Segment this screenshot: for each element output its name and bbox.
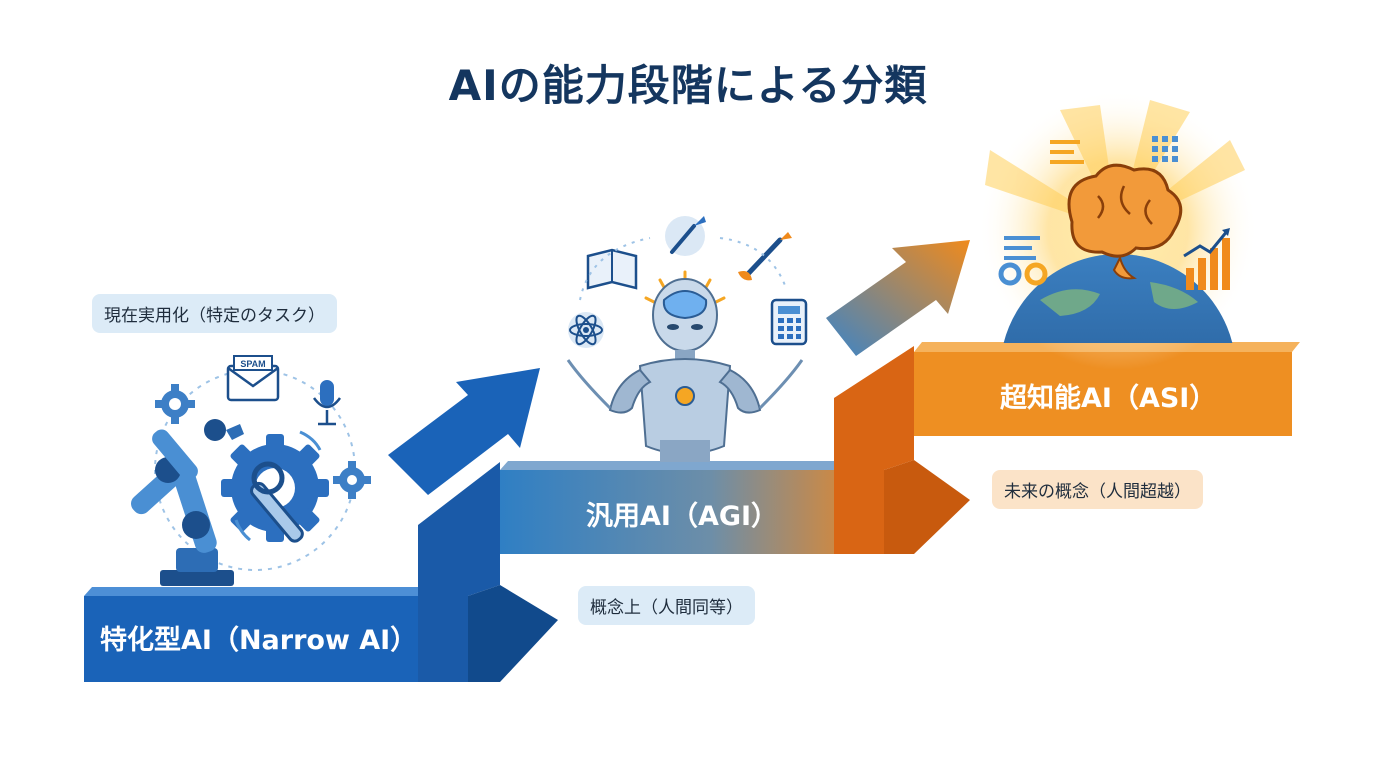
riser-1-shade — [468, 585, 558, 682]
book-icon — [586, 248, 638, 290]
brain-icon — [1067, 163, 1183, 280]
globe-icon — [1003, 254, 1233, 343]
step-agi-top — [500, 461, 892, 470]
riser-2 — [834, 346, 914, 554]
page-title: AIの能力段階による分類 — [448, 61, 928, 110]
humanoid-robot-icon — [566, 270, 804, 462]
calculator-icon — [770, 298, 808, 346]
riser-2-shade — [884, 460, 970, 554]
staircase — [84, 342, 1300, 682]
microphone-icon — [312, 380, 342, 426]
spam-mail-icon: SPAM — [226, 355, 280, 402]
atom-icon — [568, 312, 604, 348]
bar-chart-icon — [1183, 228, 1230, 290]
step-agi-front — [500, 470, 884, 554]
gear-wrench-icon — [221, 430, 329, 543]
data-panel-icon-left — [1004, 140, 1084, 260]
riser-1 — [418, 462, 500, 682]
gear-icon-left — [155, 384, 195, 424]
stage-label-agi: 汎用AI（AGI） — [586, 501, 779, 532]
agi-orbit-dashes — [579, 237, 787, 301]
arrow-agi-to-asi — [826, 240, 970, 356]
stage-note-agi: 概念上（人間同等） — [578, 586, 755, 625]
step-narrow-front — [84, 596, 468, 682]
stage-note-asi: 未来の概念（人間超越） — [992, 470, 1203, 509]
paintbrush-icon-top — [665, 216, 706, 256]
spam-label: SPAM — [240, 359, 265, 369]
donut-chart-icon — [998, 262, 1048, 286]
paintbrush-icon — [738, 232, 792, 281]
gear-icon-right — [333, 461, 371, 499]
stage-note-narrow: 現在実用化（特定のタスク） — [92, 294, 337, 333]
data-grid-icon — [1152, 136, 1178, 162]
stage-label-asi: 超知能AI（ASI） — [1000, 383, 1217, 414]
arrow-narrow-to-agi — [388, 368, 540, 495]
stage-label-narrow: 特化型AI（Narrow AI） — [100, 625, 418, 656]
step-narrow-top — [84, 587, 476, 596]
